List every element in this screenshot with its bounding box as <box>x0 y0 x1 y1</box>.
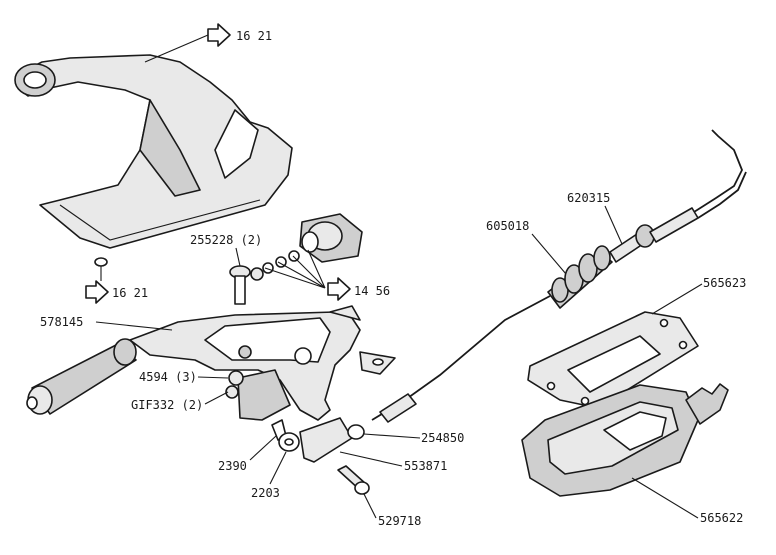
label-529718: 529718 <box>378 514 421 528</box>
ref-label-left: 16 21 <box>112 286 148 300</box>
ref-arrow-mid: 14 56 <box>327 277 390 301</box>
label-605018: 605018 <box>486 219 529 233</box>
label-4594: 4594 (3) <box>139 370 197 384</box>
handbrake-lever <box>26 305 396 421</box>
ref-label-mid: 14 56 <box>354 284 390 298</box>
label-254850: 254850 <box>421 431 464 445</box>
label-565622: 565622 <box>700 511 743 525</box>
ref-label-top: 16 21 <box>236 29 272 43</box>
label-2390: 2390 <box>218 459 247 473</box>
ref-arrow-left: 16 21 <box>85 266 148 304</box>
label-578145: 578145 <box>40 315 83 329</box>
brake-cable <box>371 129 747 423</box>
label-gif332: GIF332 (2) <box>131 398 203 412</box>
label-2203: 2203 <box>251 486 280 500</box>
label-255228: 255228 (2) <box>190 233 262 247</box>
handbrake-cover <box>14 54 293 249</box>
rubber-boot <box>521 383 729 497</box>
brake-switch <box>250 213 363 289</box>
label-553871: 553871 <box>404 459 447 473</box>
label-620315: 620315 <box>567 191 610 205</box>
small-washer <box>94 257 108 267</box>
clevis-parts <box>271 417 370 495</box>
ref-arrow-top: 16 21 <box>144 23 272 63</box>
bolt-255228: 255228 (2) <box>190 233 262 305</box>
label-565623: 565623 <box>703 276 746 290</box>
